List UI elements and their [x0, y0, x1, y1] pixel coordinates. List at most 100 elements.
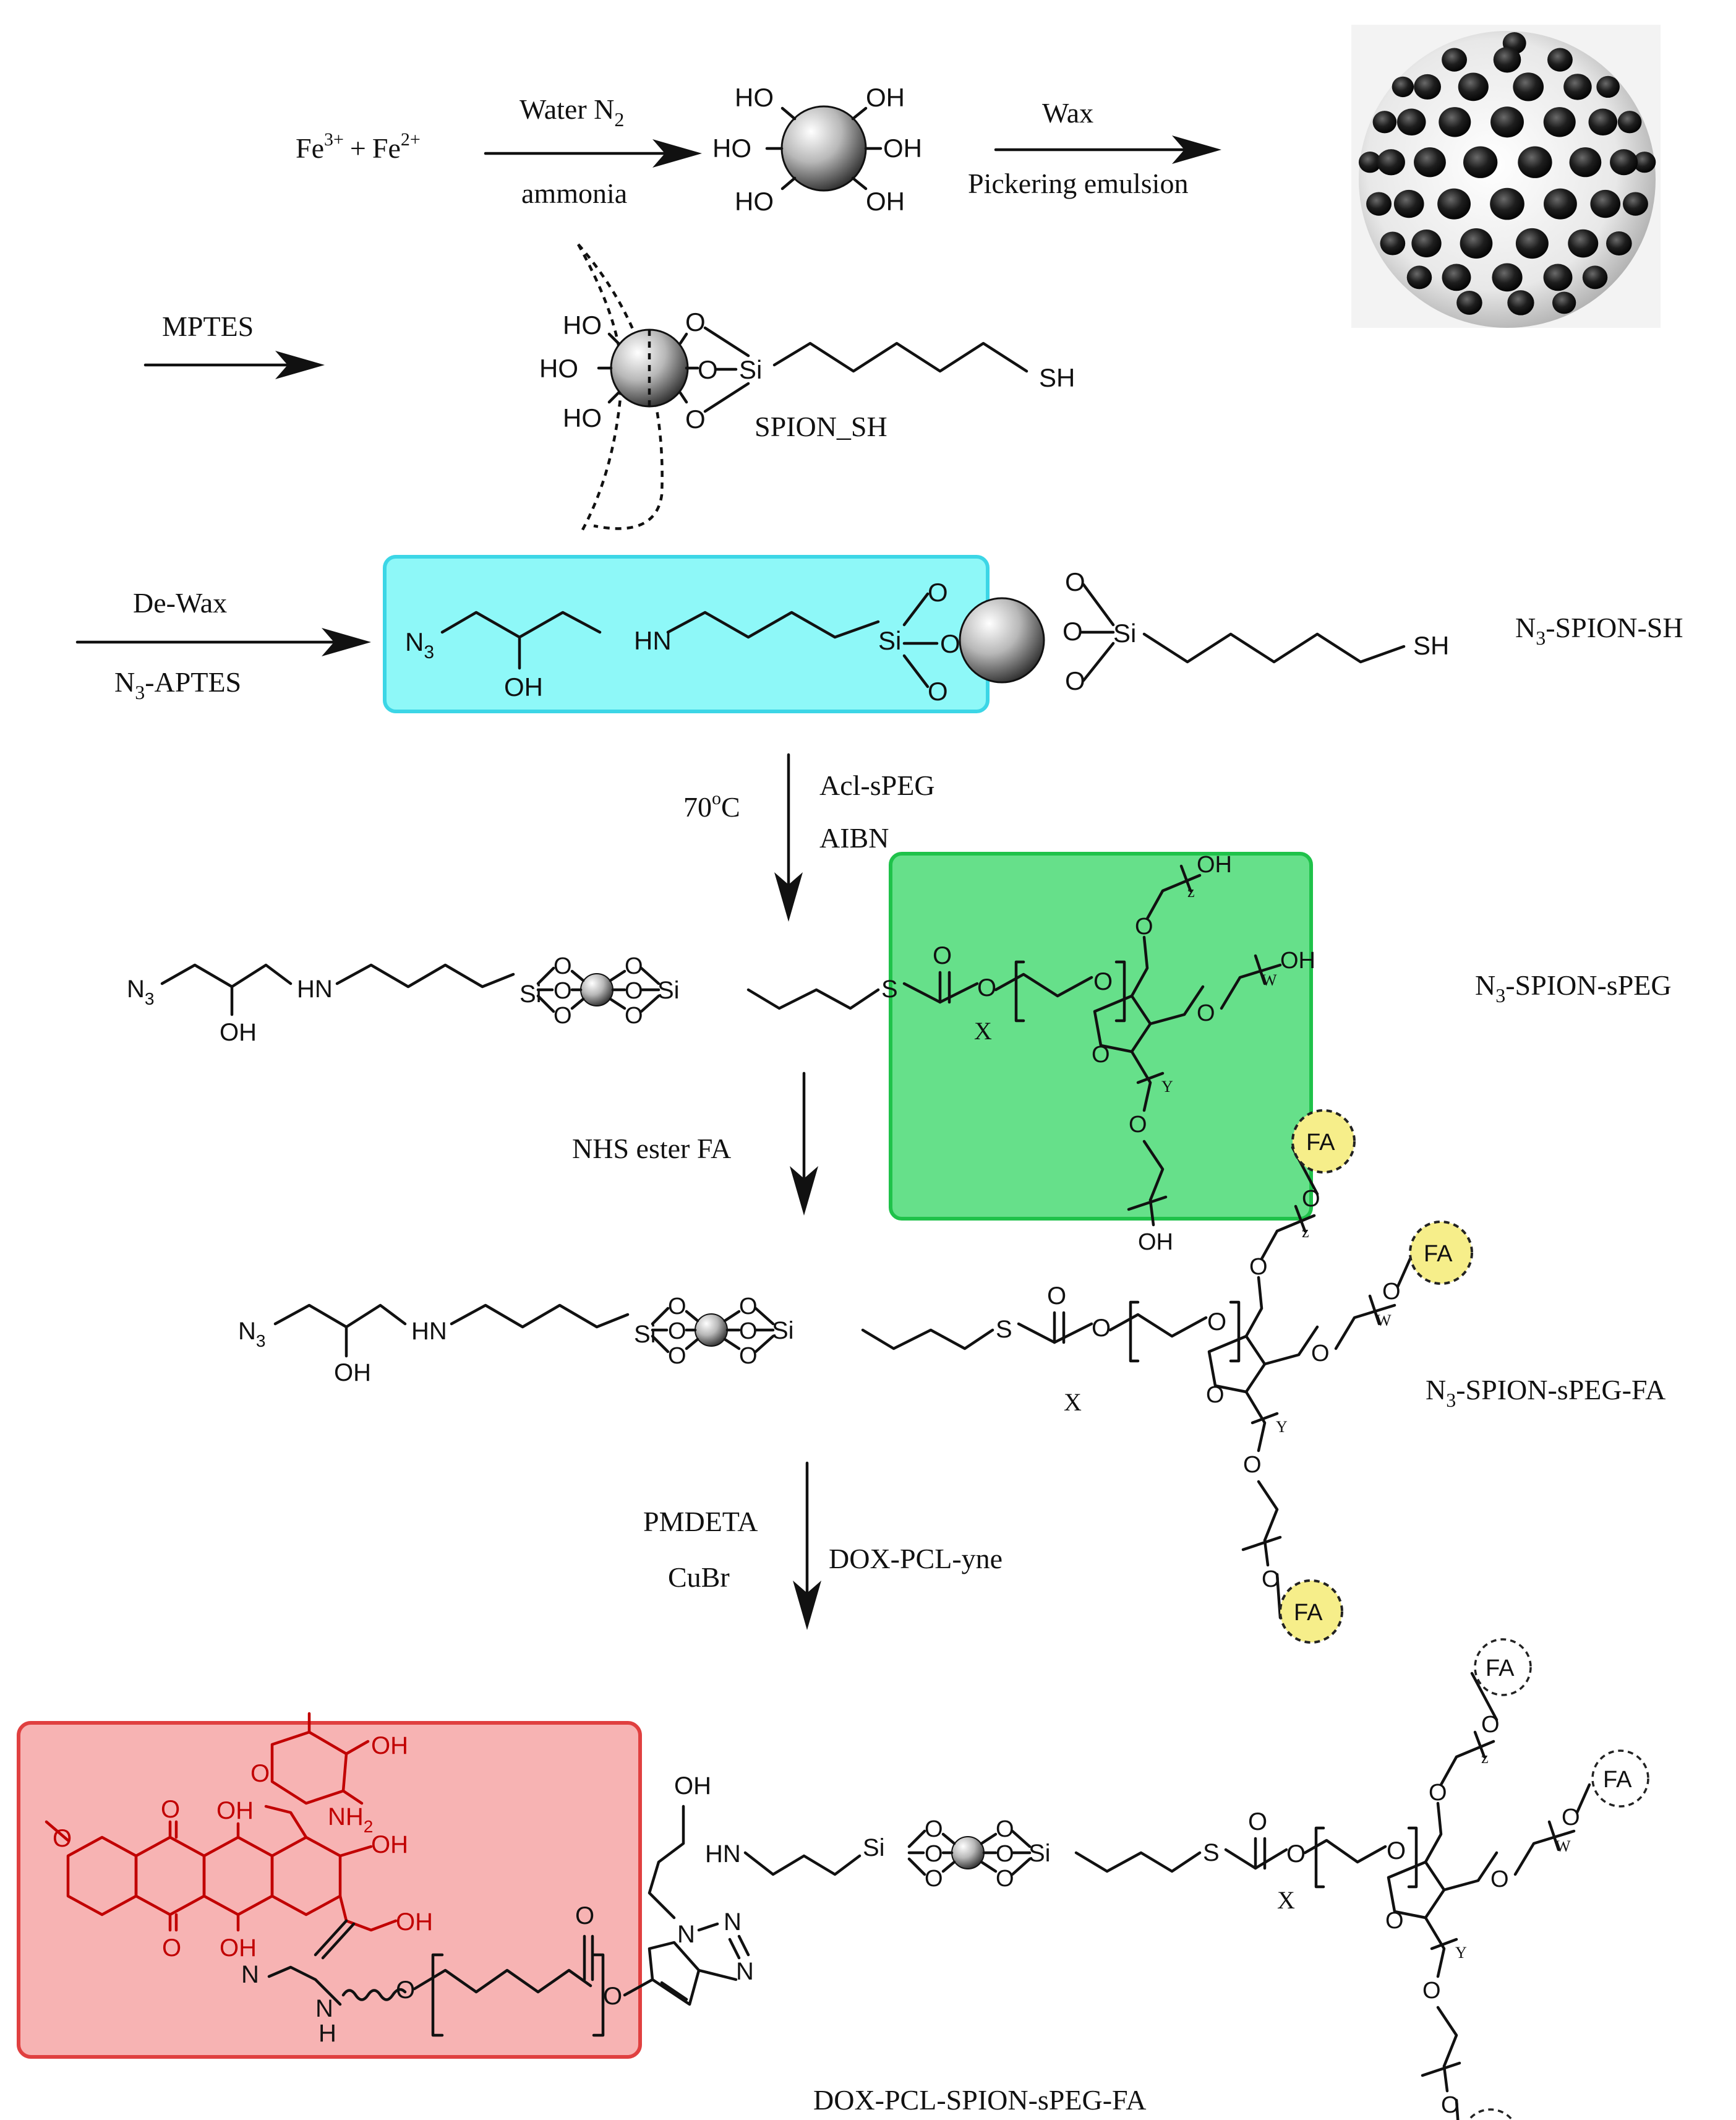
- svg-text:OH: OH: [866, 187, 905, 216]
- nanoparticle-icon: [1396, 108, 1426, 135]
- nanoparticle-icon: [1437, 188, 1471, 220]
- folic-acid-icon: [1409, 1221, 1473, 1285]
- svg-text:O: O: [1207, 1308, 1226, 1336]
- interface-curve-icon: [577, 243, 623, 533]
- nanoparticle-icon: [1493, 46, 1521, 73]
- svg-text:O: O: [1311, 1341, 1330, 1367]
- svg-text:ammonia: ammonia: [521, 178, 627, 209]
- svg-text:O: O: [996, 1866, 1014, 1892]
- svg-text:O: O: [739, 1318, 758, 1344]
- svg-text:O: O: [161, 1796, 180, 1823]
- svg-text:OH: OH: [883, 134, 922, 163]
- spion-sh-molecule: HO HO HO O O O Si SH SPION_SH: [539, 307, 1075, 442]
- svg-text:N3: N3: [405, 627, 434, 663]
- nanoparticle-icon: [1552, 291, 1576, 314]
- folic-acid-icon: [1591, 1749, 1649, 1808]
- nanoparticle-icon: [1456, 290, 1482, 315]
- svg-text:H: H: [319, 2020, 336, 2047]
- svg-text:X: X: [1064, 1388, 1082, 1416]
- svg-text:HO: HO: [735, 187, 774, 216]
- nanoparticle-icon: [1544, 188, 1577, 220]
- svg-text:Y: Y: [1161, 1078, 1173, 1096]
- nanoparticle-icon: [1366, 192, 1392, 216]
- svg-text:S: S: [881, 976, 898, 1003]
- svg-text:O: O: [625, 978, 643, 1004]
- svg-text:O: O: [1429, 1780, 1447, 1806]
- svg-text:Si: Si: [657, 977, 680, 1004]
- svg-text:X: X: [974, 1017, 992, 1045]
- svg-text:O: O: [1382, 1279, 1401, 1305]
- nanoparticle-icon: [1507, 290, 1534, 315]
- interface-curve-icon: [577, 243, 664, 530]
- svg-text:OH: OH: [371, 1831, 408, 1858]
- nanoparticle-icon: [1617, 111, 1642, 134]
- folic-acid-icon: [1467, 2108, 1514, 2120]
- svg-text:Water N2: Water N2: [520, 93, 624, 131]
- svg-text:O: O: [1243, 1452, 1262, 1478]
- svg-text:OH: OH: [334, 1359, 371, 1386]
- nanoparticle-icon: [1414, 147, 1446, 178]
- svg-text:O: O: [925, 1866, 943, 1892]
- svg-text:NH2: NH2: [328, 1803, 373, 1836]
- svg-text:DOX-PCL-yne: DOX-PCL-yne: [829, 1543, 1003, 1574]
- svg-text:O: O: [1065, 567, 1085, 596]
- svg-text:N: N: [677, 1921, 695, 1948]
- step1-arrow: Water N2 ammonia: [484, 93, 702, 209]
- nanoparticle-icon: [1463, 146, 1498, 178]
- nanoparticle-icon: [1358, 152, 1382, 173]
- svg-text:O: O: [1135, 914, 1153, 940]
- nanoparticle-icon: [1393, 189, 1424, 218]
- nanoparticle-icon: [1377, 149, 1405, 176]
- nanoparticle-icon: [1610, 149, 1638, 176]
- svg-text:FA: FA: [1486, 1655, 1515, 1681]
- svg-text:SPION_SH: SPION_SH: [755, 411, 887, 442]
- svg-text:O: O: [1249, 1254, 1268, 1280]
- folic-acid-icon: [1474, 1638, 1532, 1696]
- svg-text:S: S: [996, 1316, 1012, 1343]
- adsorbed-nanoparticles: [1358, 32, 1656, 315]
- svg-text:O: O: [996, 1816, 1014, 1842]
- nanoparticle-icon: [1590, 189, 1621, 218]
- svg-text:O: O: [250, 1760, 270, 1787]
- nanoparticle-icon: [1492, 263, 1523, 292]
- svg-text:O: O: [1286, 1840, 1306, 1868]
- svg-text:O: O: [1063, 617, 1083, 646]
- svg-text:O: O: [668, 1318, 686, 1344]
- reactants: Fe3++Fe2+: [296, 129, 421, 164]
- svg-text:O: O: [1092, 1042, 1110, 1068]
- svg-text:O: O: [1562, 1805, 1580, 1830]
- svg-text:HN: HN: [411, 1318, 447, 1345]
- svg-text:OH: OH: [220, 1934, 257, 1962]
- nanoparticle-icon: [1411, 229, 1442, 258]
- svg-text:De-Wax: De-Wax: [133, 587, 227, 619]
- svg-text:Fe3++Fe2+: Fe3++Fe2+: [296, 129, 421, 164]
- svg-text:N3-SPION-SH: N3-SPION-SH: [1515, 612, 1683, 649]
- svg-text:O: O: [1387, 1837, 1406, 1865]
- svg-text:O: O: [396, 1976, 415, 2004]
- nanoparticle-icon: [1569, 147, 1602, 178]
- svg-text:OH: OH: [1197, 852, 1232, 878]
- nanoparticle-icon: [1588, 108, 1618, 135]
- doxorubicin-moiety: O O O OH OH OH OH O OH NH2: [45, 1712, 433, 1962]
- svg-text:OH: OH: [504, 672, 543, 702]
- svg-text:O: O: [603, 1983, 622, 2010]
- svg-text:O: O: [1490, 1866, 1509, 1892]
- svg-text:Y: Y: [1276, 1418, 1288, 1436]
- svg-text:OH: OH: [1280, 948, 1315, 974]
- svg-text:O: O: [625, 1003, 643, 1029]
- nanoparticle-icon: [1606, 231, 1632, 255]
- svg-text:SH: SH: [1413, 631, 1449, 660]
- svg-text:Pickering emulsion: Pickering emulsion: [968, 168, 1188, 199]
- svg-text:O: O: [1481, 1712, 1500, 1738]
- nanoparticle-icon: [1518, 146, 1552, 178]
- svg-text:PMDETA: PMDETA: [643, 1506, 758, 1537]
- svg-text:O: O: [554, 953, 572, 979]
- svg-text:N3-APTES: N3-APTES: [114, 666, 241, 703]
